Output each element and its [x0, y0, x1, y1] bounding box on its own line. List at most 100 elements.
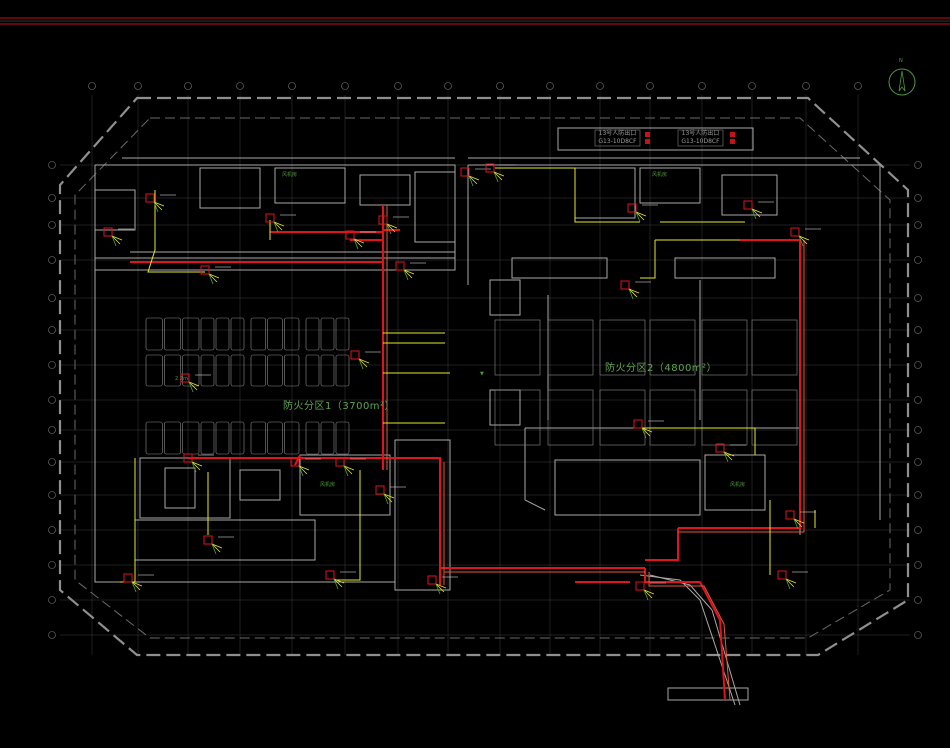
axis-bubble: [854, 82, 862, 90]
parking-stall: [200, 354, 215, 387]
fire-pipe-red: [130, 205, 801, 701]
parking-stall: [200, 421, 215, 455]
parking-stall: [284, 317, 300, 351]
axis-bubbles: [48, 82, 922, 639]
axis-bubble: [802, 82, 810, 90]
parking-stall: [305, 421, 320, 455]
parking-stall: [320, 317, 335, 351]
axis-bubble: [48, 426, 56, 434]
fan-node: [345, 230, 376, 250]
green-labels: 风机房 风机房 风机房 风机房 2.2m ▼: [175, 171, 745, 488]
parking-stall: [250, 317, 266, 351]
axis-bubble: [914, 426, 922, 434]
parking-bay: [547, 319, 594, 376]
parking-stall: [284, 421, 300, 455]
parking-stall: [284, 354, 300, 387]
axis-bubble: [88, 82, 96, 90]
fan-node: [620, 280, 651, 300]
parking-stall: [164, 317, 181, 351]
axis-bubble: [914, 396, 922, 404]
svg-text:风机房: 风机房: [320, 481, 335, 488]
axis-bubble: [288, 82, 296, 90]
shelter-exit-1-title: 13号人防出口: [598, 130, 637, 137]
axis-bubble: [48, 631, 56, 639]
parking-stall: [305, 317, 320, 351]
fire-zone-1-label: 防火分区1（3700m²）: [283, 401, 396, 412]
axis-bubble: [48, 326, 56, 334]
axis-bubble: [184, 82, 192, 90]
fan-node: [123, 573, 154, 593]
shelter-exits: [594, 129, 735, 147]
fan-node: [180, 373, 211, 393]
axis-bubble: [48, 294, 56, 302]
svg-text:风机房: 风机房: [282, 171, 297, 178]
shelter-exit-2-title: 13号人防出口: [681, 130, 720, 137]
axis-bubble: [134, 82, 142, 90]
parking-stall: [230, 421, 245, 455]
fan-node: [290, 457, 321, 477]
title-border: [0, 17, 950, 25]
site-boundary: [58, 96, 910, 657]
fan-node: [785, 510, 816, 530]
axis-bubble: [748, 82, 756, 90]
fire-pipe-yellow: [120, 167, 816, 583]
axis-bubble: [914, 256, 922, 264]
parking-stall: [320, 421, 335, 455]
axis-bubble: [48, 256, 56, 264]
axis-bubble: [236, 82, 244, 90]
fan-node: [743, 200, 774, 220]
axis-bubble: [596, 82, 604, 90]
parking-stall: [335, 421, 350, 455]
fan-node: [790, 227, 821, 247]
parking-stall: [164, 354, 181, 387]
parking-stall: [250, 421, 266, 455]
parking-bay: [701, 319, 748, 376]
parking-stall: [200, 317, 215, 351]
axis-bubble: [914, 631, 922, 639]
axis-bubble: [48, 161, 56, 169]
fire-pipe-red-inner: [386, 205, 805, 701]
parking-stall: [230, 317, 245, 351]
parking-bay: [649, 319, 696, 376]
parking-stall: [182, 317, 200, 351]
axis-bubble: [914, 361, 922, 369]
parking-stalls: [145, 317, 798, 455]
axis-bubble: [914, 221, 922, 229]
fan-node: [350, 350, 381, 370]
axis-bubble: [48, 561, 56, 569]
axis-bubble: [48, 596, 56, 604]
parking-stall: [145, 421, 163, 455]
fan-node: [395, 261, 426, 281]
parking-bay: [599, 319, 646, 376]
parking-stall: [320, 354, 335, 387]
axis-bubble: [914, 491, 922, 499]
parking-stall: [145, 317, 163, 351]
parking-stall: [164, 421, 181, 455]
axis-bubble: [48, 526, 56, 534]
axis-bubble: [914, 596, 922, 604]
fan-node: [378, 215, 409, 235]
axis-bubble: [914, 326, 922, 334]
svg-text:2.2m: 2.2m: [175, 376, 188, 382]
parking-bay: [751, 319, 798, 376]
parking-stall: [335, 354, 350, 387]
equipment-nodes: [103, 163, 821, 601]
fan-node: [777, 570, 808, 590]
fan-node: [627, 203, 658, 223]
axis-bubble: [914, 194, 922, 202]
fan-node: [633, 419, 664, 439]
north-arrow: [888, 68, 916, 96]
svg-text:风机房: 风机房: [730, 481, 745, 488]
axis-bubble: [444, 82, 452, 90]
axis-bubble: [914, 161, 922, 169]
axis-bubble: [48, 458, 56, 466]
shelter-exit-1-code: G13-10D8CF: [598, 138, 637, 145]
svg-text:▼: ▼: [480, 371, 484, 377]
axis-bubble: [48, 491, 56, 499]
parking-stall: [250, 354, 266, 387]
axis-bubble: [48, 221, 56, 229]
axis-bubble: [914, 526, 922, 534]
axis-bubble: [341, 82, 349, 90]
fan-node: [200, 265, 231, 285]
